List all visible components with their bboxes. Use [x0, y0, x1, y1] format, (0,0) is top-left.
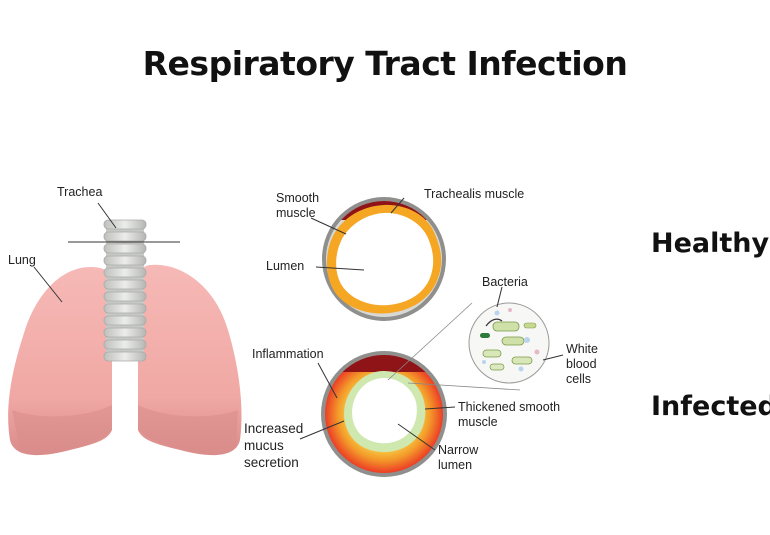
- label-lung: Lung: [8, 253, 36, 267]
- status-infected: Infected: [651, 391, 770, 422]
- left-lung: [8, 267, 112, 456]
- label-narrow-lumen: Narrow lumen: [438, 443, 479, 472]
- label-trachealis-muscle: Trachealis muscle: [424, 187, 525, 201]
- label-lumen: Lumen: [266, 259, 305, 273]
- healthy-cross-section: [322, 197, 446, 321]
- healthy-lumen: [336, 212, 434, 306]
- infected-cross-section: [321, 351, 447, 477]
- narrow-lumen-shape: [352, 378, 417, 444]
- bacteria-icon: [480, 318, 537, 371]
- label-bacteria: Bacteria: [482, 275, 528, 289]
- status-healthy: Healthy: [651, 228, 770, 259]
- label-thickened-smooth-muscle: Thickened smooth muscle: [458, 400, 561, 429]
- right-lung: [138, 264, 242, 456]
- label-white-blood-cells: White blood cells: [566, 342, 598, 386]
- label-increased-mucus: Increased mucus secretion: [244, 421, 304, 470]
- white-blood-cell-icon: [482, 308, 540, 372]
- bacteria-zoom-callout: [387, 302, 550, 391]
- label-trachea: Trachea: [57, 185, 103, 199]
- label-inflammation: Inflammation: [252, 347, 324, 361]
- page-title: Respiratory Tract Infection: [142, 44, 628, 83]
- lungs-illustration: [8, 264, 242, 456]
- label-smooth-muscle: Smooth muscle: [276, 191, 320, 220]
- leader-lines: [33, 197, 564, 451]
